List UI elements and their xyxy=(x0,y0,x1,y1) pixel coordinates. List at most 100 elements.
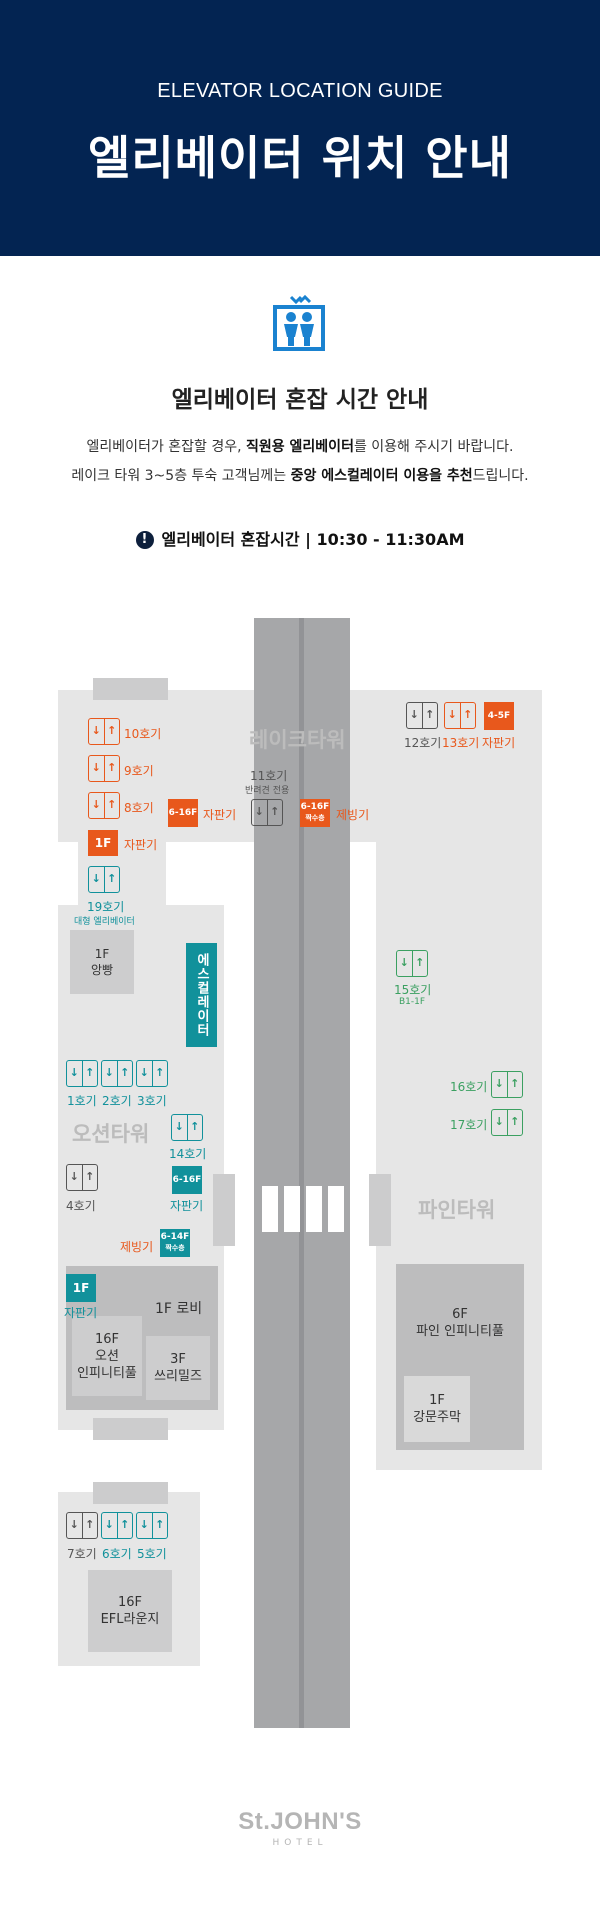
elevator-15-icon: ↓↑ xyxy=(396,950,428,977)
up-arrow-icon: ↑ xyxy=(107,872,117,885)
vending-6-16f-tag: 6-16F xyxy=(168,799,198,827)
up-arrow-icon: ↑ xyxy=(155,1066,165,1079)
up-arrow-icon: ↑ xyxy=(425,708,435,721)
crosswalk-left-end xyxy=(213,1174,235,1246)
elevator-1-icon: ↓↑ xyxy=(66,1060,98,1087)
header-title: 엘리베이터 위치 안내 xyxy=(88,131,512,185)
up-arrow-icon: ↑ xyxy=(510,1115,520,1128)
ocean-pool-name: 오션 인피니티풀 xyxy=(77,1348,137,1381)
up-arrow-icon: ↑ xyxy=(510,1077,520,1090)
ocean-pool-block: 16F 오션 인피니티풀 xyxy=(72,1316,142,1396)
elevator-2-icon: ↓↑ xyxy=(101,1060,133,1087)
elevator-4-icon: ↓↑ xyxy=(66,1164,98,1191)
crosswalk-right-end xyxy=(369,1174,391,1246)
three-meals-block: 3F 쓰리밀즈 xyxy=(146,1336,210,1400)
elevator-8-icon: ↓↑ xyxy=(88,792,120,819)
exclamation-icon: ! xyxy=(135,531,154,549)
elevator-10-label: 10호기 xyxy=(124,727,162,741)
info-line-2-bold: 중앙 에스컬레이터 이용을 추천 xyxy=(290,468,473,484)
elevator-19-note: 대형 엘리베이터 xyxy=(74,917,135,927)
up-arrow-icon: ↑ xyxy=(107,761,117,774)
up-arrow-icon: ↑ xyxy=(85,1066,95,1079)
up-arrow-icon: ↑ xyxy=(107,724,117,737)
down-arrow-icon: ↓ xyxy=(89,719,105,744)
gangmun-block: 1F 강문주막 xyxy=(404,1376,470,1442)
up-arrow-icon: ↑ xyxy=(120,1066,130,1079)
elevator-13-label: 13호기 xyxy=(442,736,480,750)
ice-6-14f-tag: 6-14F 짝수층 xyxy=(160,1229,190,1257)
elevator-14-label: 14호기 xyxy=(169,1147,207,1161)
down-arrow-icon: ↓ xyxy=(397,951,413,976)
elevator-9-label: 9호기 xyxy=(124,764,154,778)
vending-4-5f-tag: 4-5F xyxy=(484,702,514,730)
elevator-7-label: 7호기 xyxy=(67,1547,97,1561)
elevator-17-label: 17호기 xyxy=(450,1118,488,1132)
elevator-12-icon: ↓↑ xyxy=(406,702,438,729)
ice-6-14f-label: 제빙기 xyxy=(120,1240,154,1254)
passage-top xyxy=(93,678,168,700)
info-line-2: 레이크 타워 3~5층 투숙 고객님께는 중앙 에스컬레이터 이용을 추천드립니… xyxy=(0,465,600,485)
elevator-11-note: 반려견 전용 xyxy=(245,786,290,796)
elevator-9-icon: ↓↑ xyxy=(88,755,120,782)
pine-pool-floor: 6F xyxy=(452,1307,468,1322)
vending-1f-tag: 1F xyxy=(88,830,118,856)
hotel-logo-text: St.JOHN'S xyxy=(238,1808,362,1835)
up-arrow-icon: ↑ xyxy=(85,1518,95,1531)
down-arrow-icon: ↓ xyxy=(492,1072,508,1097)
efl-floor: 16F xyxy=(117,1595,143,1610)
header-banner: ELEVATOR LOCATION GUIDE 엘리베이터 위치 안내 xyxy=(0,0,600,256)
ocean-tower-label: 오션타워 xyxy=(72,1122,150,1146)
hotel-logo: St.JOHN'S xyxy=(0,1808,600,1836)
crosswalk-stripe xyxy=(306,1186,322,1232)
rush-hour-separator: | xyxy=(299,530,317,549)
hotel-logo-sub: HOTEL xyxy=(272,1838,328,1848)
elevator-12-label: 12호기 xyxy=(404,736,442,750)
elevator-2-label: 2호기 xyxy=(102,1094,132,1108)
elevator-3-label: 3호기 xyxy=(137,1094,167,1108)
vending-1f-ocean-tag: 1F xyxy=(66,1274,96,1302)
pine-pool-name: 파인 인피니티풀 xyxy=(416,1324,504,1339)
up-arrow-icon: ↑ xyxy=(190,1120,200,1133)
ice-6-14f-floors: 6-14F xyxy=(160,1232,190,1242)
vending-1f-ocean-label: 자판기 xyxy=(64,1306,98,1320)
passage-efl-top xyxy=(93,1482,168,1504)
crosswalk-stripe xyxy=(328,1186,344,1232)
bakery-name: 앙빵 xyxy=(90,963,114,977)
rush-hour-title: 엘리베이터 혼잡 시간 안내 xyxy=(171,387,429,413)
up-arrow-icon: ↑ xyxy=(415,956,425,969)
down-arrow-icon: ↓ xyxy=(89,867,105,892)
down-arrow-icon: ↓ xyxy=(67,1513,83,1538)
rush-hour-line: !엘리베이터 혼잡시간 | 10:30 - 11:30AM xyxy=(0,526,600,550)
down-arrow-icon: ↓ xyxy=(102,1513,118,1538)
up-arrow-icon: ↑ xyxy=(85,1170,95,1183)
elevator-1-label: 1호기 xyxy=(67,1094,97,1108)
efl-name: EFL라운지 xyxy=(100,1612,160,1627)
ocean-pool-floor: 16F xyxy=(94,1331,120,1347)
elevator-19-icon: ↓↑ xyxy=(88,866,120,893)
info-line-1-a: 엘리베이터가 혼잡할 경우, xyxy=(86,439,247,455)
up-arrow-icon: ↑ xyxy=(270,805,280,818)
ice-6-16f-tag: 6-16F 짝수층 xyxy=(300,799,330,827)
vending-4-5f-label: 자판기 xyxy=(482,736,516,750)
down-arrow-icon: ↓ xyxy=(445,703,461,728)
down-arrow-icon: ↓ xyxy=(407,703,423,728)
down-arrow-icon: ↓ xyxy=(137,1513,153,1538)
bakery-block: 1F 앙빵 xyxy=(70,930,134,994)
elevator-16-label: 16호기 xyxy=(450,1080,488,1094)
road-center-line xyxy=(299,618,304,1728)
elevator-13-icon: ↓↑ xyxy=(444,702,476,729)
down-arrow-icon: ↓ xyxy=(492,1110,508,1135)
elevator-8-label: 8호기 xyxy=(124,801,154,815)
info-line-2-a: 레이크 타워 3~5층 투숙 고객님께는 xyxy=(71,468,291,484)
crosswalk-stripe xyxy=(262,1186,278,1232)
efl-lounge-block: 16F EFL라운지 xyxy=(88,1570,172,1652)
ice-6-16f-label: 제빙기 xyxy=(336,808,370,822)
ice-6-14f-note: 짝수층 xyxy=(165,1244,185,1252)
gangmun-floor: 1F xyxy=(429,1393,445,1408)
info-line-2-c: 드립니다. xyxy=(472,468,529,484)
elevator-6-label: 6호기 xyxy=(102,1547,132,1561)
rush-hour-time: 10:30 - 11:30AM xyxy=(316,530,465,549)
up-arrow-icon: ↑ xyxy=(120,1518,130,1531)
three-meals-floor: 3F xyxy=(170,1352,186,1367)
down-arrow-icon: ↓ xyxy=(67,1165,83,1190)
